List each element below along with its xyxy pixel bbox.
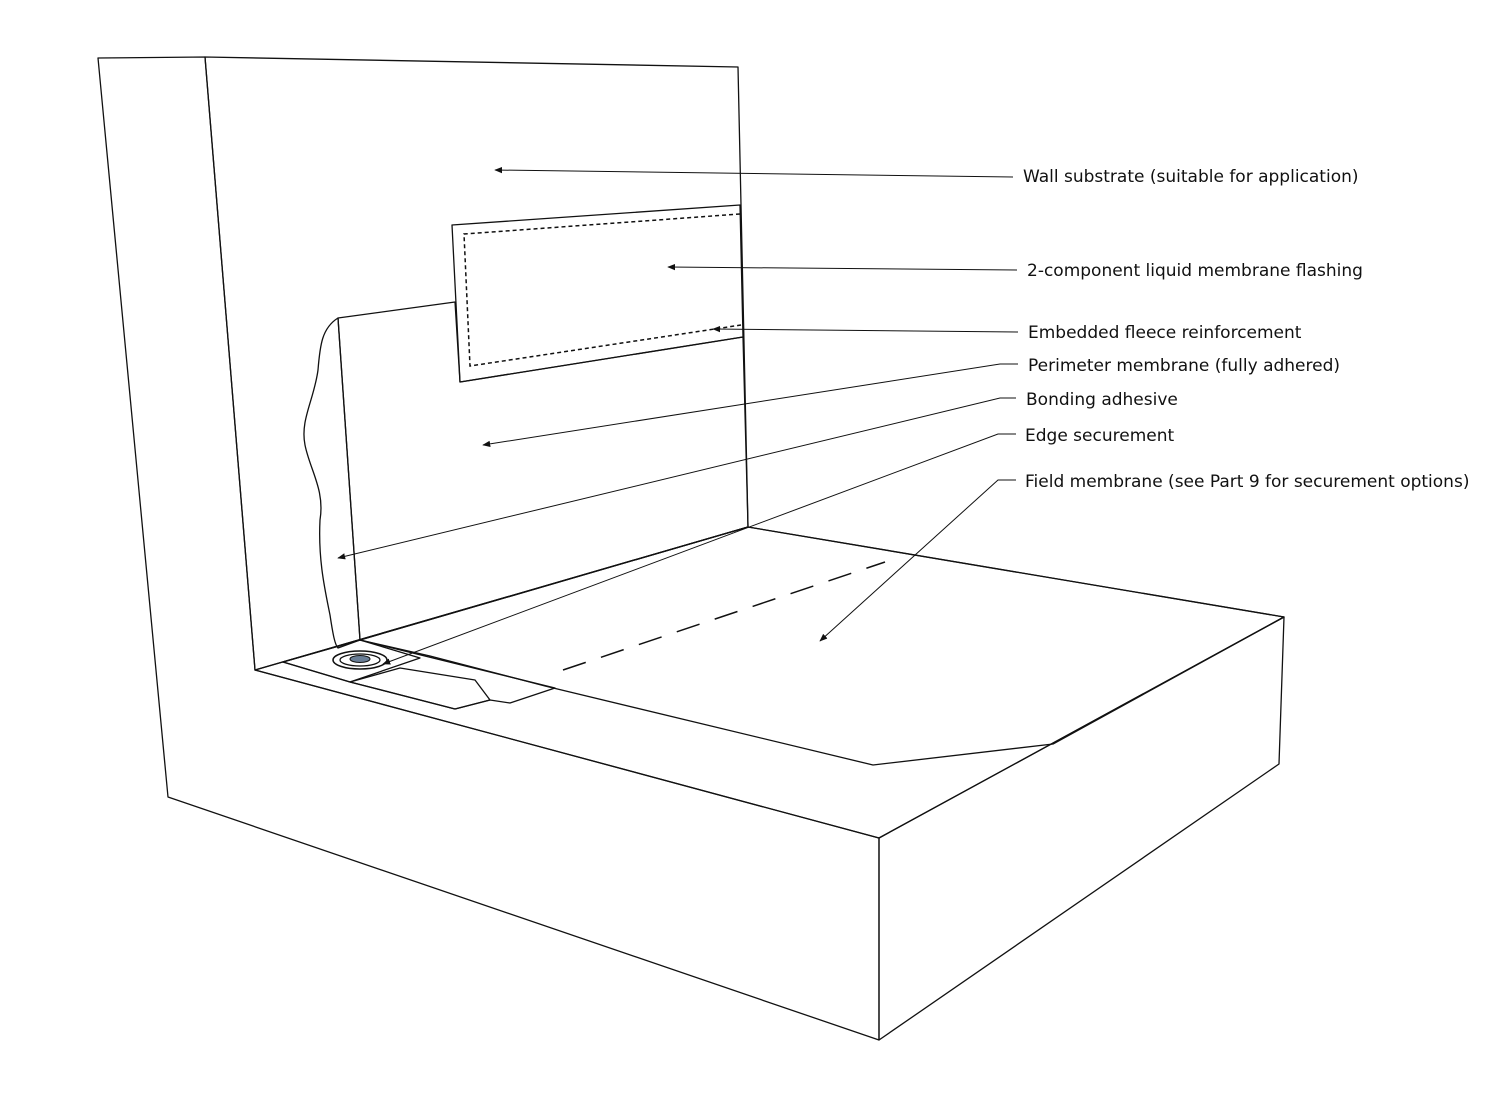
field-membrane bbox=[359, 526, 1285, 766]
leader-perimeter-membrane bbox=[482, 363, 1018, 448]
perimeter-membrane bbox=[337, 301, 749, 641]
label-liquid-flashing: 2-component liquid membrane flashing bbox=[1027, 261, 1363, 281]
liquid-flashing bbox=[451, 204, 744, 383]
leader-edge-securement bbox=[382, 433, 1016, 665]
base-top-surface bbox=[254, 526, 1285, 839]
label-field-membrane: Field membrane (see Part 9 for securemen… bbox=[1025, 472, 1469, 492]
label-bonding-adhesive: Bonding adhesive bbox=[1026, 390, 1178, 410]
leader-bonding-adhesive bbox=[337, 397, 1016, 560]
edge-securement-fastener bbox=[332, 650, 388, 670]
label-edge-securement: Edge securement bbox=[1025, 426, 1174, 446]
wall-substrate bbox=[204, 56, 749, 671]
leader-fleece bbox=[712, 325, 1019, 333]
fleece-reinforcement bbox=[463, 213, 742, 367]
leader-field-membrane bbox=[819, 479, 1016, 642]
leader-liquid-flashing bbox=[667, 263, 1018, 271]
label-perimeter-membrane: Perimeter membrane (fully adhered) bbox=[1028, 356, 1340, 376]
field-membrane-seam bbox=[562, 561, 886, 671]
label-wall-substrate: Wall substrate (suitable for application… bbox=[1023, 167, 1359, 187]
leader-wall-substrate bbox=[494, 166, 1014, 178]
label-fleece: Embedded fleece reinforcement bbox=[1028, 323, 1302, 343]
dark-strip bbox=[349, 667, 491, 710]
base-plate bbox=[282, 639, 421, 683]
bonding-adhesive bbox=[303, 317, 361, 649]
outer-block bbox=[97, 56, 880, 1041]
base-side-face bbox=[878, 616, 1285, 1041]
